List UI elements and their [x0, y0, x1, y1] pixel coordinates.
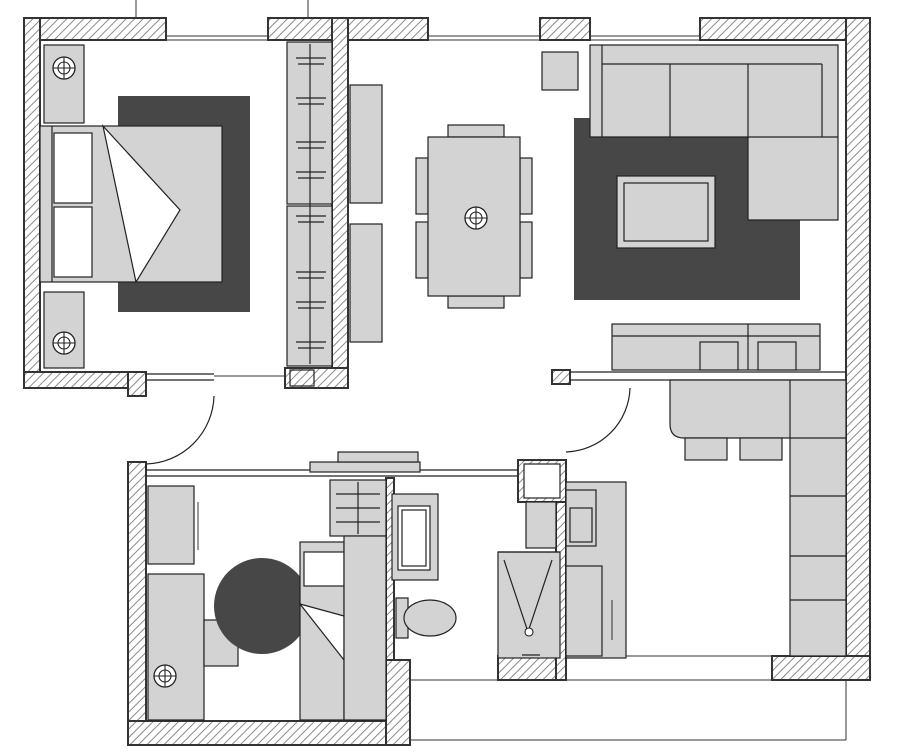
bar-stool	[684, 437, 728, 461]
corridor	[145, 451, 518, 477]
bench-lower	[349, 223, 383, 343]
wall-bedroom-living-divider	[331, 17, 349, 389]
walls	[23, 17, 871, 746]
wall-top-right	[699, 17, 871, 41]
shelf-upper	[309, 461, 421, 473]
shower-drain-icon	[524, 627, 534, 637]
cabinet-unit	[699, 341, 739, 371]
pillow-bottom	[53, 206, 93, 278]
folded-blanket	[101, 123, 181, 284]
pillow	[303, 551, 345, 587]
wall-kitchen-divider	[551, 369, 571, 385]
bench-upper	[349, 84, 383, 204]
fridge	[565, 565, 603, 657]
wall-second-bedroom-right	[385, 659, 411, 746]
wall-bedroom-left	[23, 17, 41, 389]
wall-top-pillar	[539, 17, 591, 41]
master-bedroom	[39, 41, 333, 465]
coffee-table	[616, 175, 716, 249]
living-dining	[349, 44, 839, 343]
sectional-sofa	[589, 44, 839, 221]
wall-bottom-right	[771, 655, 871, 681]
duct-shaft	[523, 463, 561, 499]
round-rug	[214, 558, 310, 654]
closet-lower	[343, 535, 387, 721]
chair	[519, 157, 533, 215]
wall-second-bedroom-left	[127, 461, 147, 746]
chair	[447, 295, 505, 309]
wall-bedroom-door-jamb	[127, 371, 147, 397]
bar-stool	[739, 437, 783, 461]
oven	[565, 489, 597, 547]
side-table	[541, 51, 579, 91]
lamp-icon	[153, 664, 177, 688]
lamp-icon	[464, 206, 488, 230]
second-bedroom	[147, 479, 387, 721]
wall-bedroom-top-left	[23, 17, 167, 41]
wall-closet-bottom	[284, 367, 349, 389]
chair	[415, 221, 429, 279]
lamp-icon	[52, 56, 76, 80]
shower-tray	[497, 551, 561, 659]
pillow-top	[53, 132, 93, 204]
nightstand-bottom	[43, 291, 85, 369]
toilet	[395, 597, 457, 639]
lamp-icon	[52, 331, 76, 355]
chair	[415, 157, 429, 215]
bathroom	[391, 481, 627, 659]
sink	[397, 505, 431, 571]
kitchen	[565, 323, 847, 657]
desk	[147, 573, 205, 721]
shelf-top	[337, 451, 419, 463]
dresser	[147, 485, 195, 565]
bath-cabinet	[525, 501, 557, 549]
chair	[519, 221, 533, 279]
chair	[447, 124, 505, 138]
wall-second-bedroom-bottom	[127, 720, 411, 746]
cabinet-unit	[757, 341, 797, 371]
kitchen-counter	[669, 379, 847, 657]
wall-right	[845, 17, 871, 681]
